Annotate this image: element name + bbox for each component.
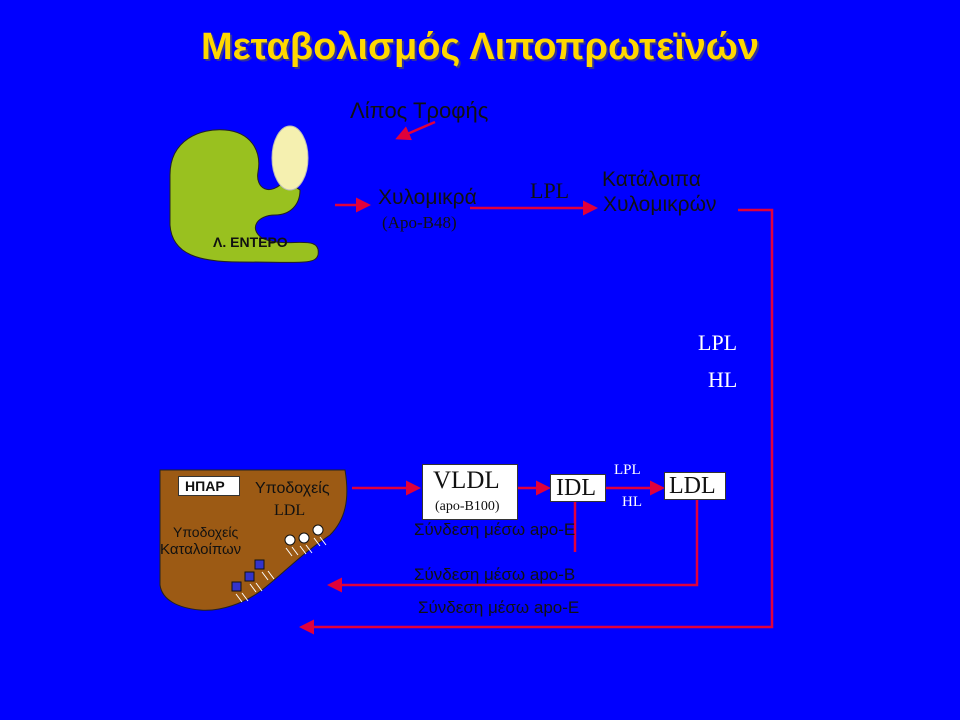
arrow-ldl-to-liver (327, 500, 699, 593)
vldl-label: VLDL (433, 467, 500, 494)
liver-label-box: ΗΠΑΡ (178, 476, 240, 496)
ldl-receptors-line1: Υποδοχείς (255, 480, 330, 497)
food-fat-label: Λίπος Τροφής (350, 98, 489, 123)
idl-label: IDL (556, 475, 596, 501)
receptor-ldl-2 (298, 532, 310, 544)
hl-right-label: HL (708, 367, 738, 392)
arrow-food-to-intestine (395, 120, 436, 141)
binding-apo-e-2: Σύνδεση μέσω apo-E (418, 598, 580, 617)
receptor-remnant-3 (231, 581, 242, 592)
hl-small-label: HL (622, 494, 642, 510)
receptor-ldl-3 (312, 524, 324, 536)
arrow-remnants-to-liver (299, 450, 774, 635)
chylomicrons-label: Χυλομικρά (378, 186, 477, 209)
receptor-remnant-2 (244, 571, 255, 582)
remnant-receptors-line1: Υποδοχείς (173, 524, 239, 540)
receptor-remnant-1 (254, 559, 265, 570)
page-title: Μεταβολισμός Λιποπρωτεϊνών (200, 26, 760, 68)
liver-shape (159, 469, 348, 611)
chylomicrons-apo: (Apo-B48) (382, 213, 457, 232)
lpl-small-label: LPL (614, 462, 641, 478)
binding-apo-b: Σύνδεση μέσω apo-B (414, 565, 576, 584)
liver-label: ΗΠΑΡ (185, 478, 225, 494)
vldl-box: VLDL (apo-B100) (422, 464, 518, 520)
ldl-receptors-line2: LDL (274, 502, 306, 519)
remnants-line1: Κατάλοιπα (602, 168, 701, 191)
intestine-shape (169, 125, 319, 263)
intestine-opening (271, 125, 309, 191)
receptor-ldl-1 (284, 534, 296, 546)
lpl-top-label: LPL (530, 178, 570, 203)
vldl-apo: (apo-B100) (435, 499, 500, 514)
intestine-label: Λ. ΕΝΤΕΡΟ (213, 234, 288, 250)
receptors (231, 524, 327, 603)
arrow-remnants-down (738, 208, 774, 450)
idl-box: IDL (550, 474, 606, 502)
lpl-right-label: LPL (698, 330, 738, 355)
ldl-label: LDL (669, 473, 716, 499)
remnants-line2: Χυλομικρών (603, 193, 717, 216)
remnant-receptors-line2: Καταλοίπων (160, 541, 242, 558)
ldl-box: LDL (664, 472, 726, 500)
binding-apo-e-1: Σύνδεση μέσω apo-E (414, 520, 576, 539)
